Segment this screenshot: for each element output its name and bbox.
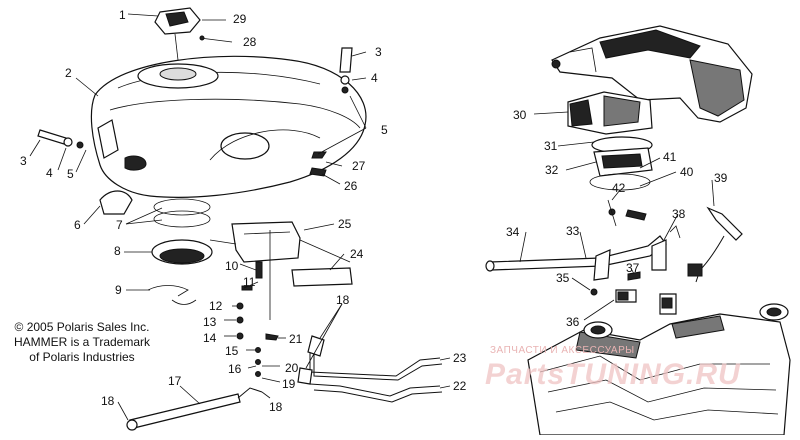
- callout-7: 7: [116, 218, 123, 232]
- callout-21: 21: [289, 332, 303, 346]
- callout-2: 2: [65, 66, 72, 80]
- callout-31: 31: [544, 139, 558, 153]
- tank-bolts-left: [37, 129, 84, 149]
- callout-23: 23: [453, 351, 467, 365]
- copyright-line-1: © 2005 Polaris Sales Inc.: [14, 320, 150, 334]
- callout-42: 42: [612, 181, 626, 195]
- callout-3b: 3: [20, 154, 27, 168]
- callout-29: 29: [233, 12, 247, 26]
- callout-5b: 5: [67, 167, 74, 181]
- callout-11: 11: [243, 275, 256, 289]
- callout-34: 34: [506, 225, 520, 239]
- intake-flange: [589, 136, 653, 191]
- engine: [527, 303, 791, 436]
- injectors: [590, 271, 677, 315]
- callout-8: 8: [114, 244, 121, 258]
- callout-16: 16: [228, 362, 242, 376]
- callout-1: 1: [119, 8, 126, 22]
- callout-25: 25: [338, 217, 352, 231]
- gasket-and-ring: [99, 190, 213, 305]
- callout-19: 19: [282, 377, 296, 391]
- callout-6: 6: [74, 218, 81, 232]
- callout-18c: 18: [101, 394, 115, 408]
- callout-4: 4: [371, 71, 378, 85]
- callout-38: 38: [672, 207, 686, 221]
- callout-14: 14: [203, 331, 217, 345]
- fuel-pump: [209, 221, 353, 287]
- callout-32: 32: [545, 163, 559, 177]
- copyright-line-3: of Polaris Industries: [29, 350, 135, 364]
- callout-18b: 18: [269, 400, 283, 414]
- callout-40: 40: [680, 165, 694, 179]
- throttle-body: [567, 91, 653, 135]
- fuel-lines: [126, 335, 443, 431]
- callout-18: 18: [336, 293, 350, 307]
- callout-26: 26: [344, 179, 358, 193]
- sensor-wire: [607, 199, 743, 283]
- callout-10: 10: [225, 259, 239, 273]
- tank-bolts-right: [309, 47, 353, 177]
- callout-22: 22: [453, 379, 467, 393]
- copyright-notice: © 2005 Polaris Sales Inc. HAMMER is a Tr…: [2, 320, 162, 365]
- leader-lines-right: [519, 111, 715, 321]
- callout-28: 28: [243, 35, 257, 49]
- callout-27: 27: [352, 159, 366, 173]
- callout-9: 9: [115, 283, 122, 297]
- air-box: [551, 25, 753, 123]
- watermark-tagline: ЗАПЧАСТИ И АКСЕССУАРЫ: [490, 345, 635, 356]
- fuel-tank: [90, 55, 367, 198]
- callout-12: 12: [209, 299, 223, 313]
- callout-37: 37: [626, 261, 640, 275]
- callout-labels: 1 29 28 2 3 4 5 3 4 5 27 26 6 7 25 8 24 …: [20, 8, 728, 414]
- callout-20: 20: [285, 361, 299, 375]
- callout-36: 36: [566, 315, 580, 329]
- callout-35: 35: [556, 271, 570, 285]
- leader-lines-left: [29, 13, 451, 421]
- watermark-logo: PartsTUNING.RU: [485, 358, 741, 391]
- callout-17: 17: [168, 374, 182, 388]
- callout-39: 39: [714, 171, 728, 185]
- callout-4b: 4: [46, 166, 53, 180]
- callout-33: 33: [566, 224, 580, 238]
- callout-13: 13: [203, 315, 217, 329]
- callout-41: 41: [663, 150, 677, 164]
- callout-24: 24: [350, 247, 364, 261]
- callout-30: 30: [513, 108, 527, 122]
- injector-rail: [485, 225, 681, 281]
- fuel-cap: [154, 7, 233, 61]
- callout-5: 5: [381, 123, 388, 137]
- callout-3: 3: [375, 45, 382, 59]
- callout-15: 15: [225, 344, 239, 358]
- copyright-line-2: HAMMER is a Trademark: [13, 335, 151, 349]
